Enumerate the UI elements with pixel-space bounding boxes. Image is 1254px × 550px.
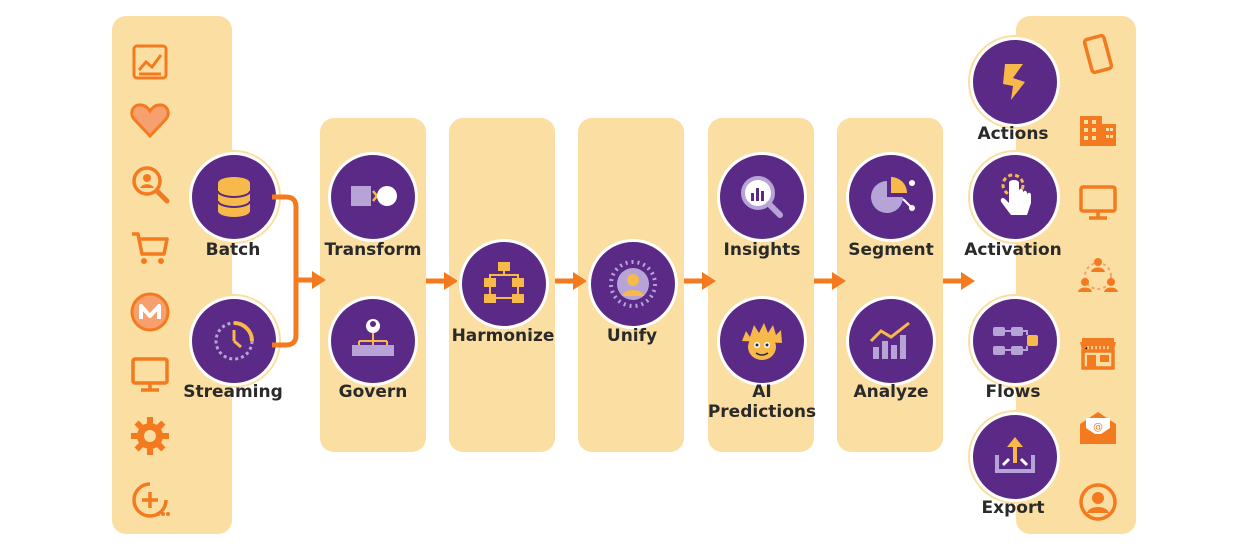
- harmonize-label: Harmonize: [451, 326, 555, 346]
- export-icon: [995, 437, 1035, 473]
- govern-node: [328, 296, 418, 386]
- clock-icon: [214, 321, 254, 361]
- insights-label: Insights: [723, 240, 801, 260]
- arrow-to-segment: [814, 272, 846, 290]
- transform-label: Transform: [324, 240, 422, 260]
- streaming-label: Streaming: [183, 382, 283, 402]
- arrow-to-outputs: [943, 272, 975, 290]
- person-icon: [1079, 483, 1117, 521]
- monitor-icon: [131, 357, 169, 392]
- batch-node: [189, 152, 279, 242]
- einstein-icon: [742, 323, 782, 360]
- unified-profile-icon: [609, 260, 657, 308]
- pie-segment-icon: [871, 177, 915, 213]
- arrow-to-harmonize: [426, 272, 458, 290]
- unify-node: [588, 239, 678, 329]
- monitor-icon: [1079, 185, 1117, 220]
- hierarchy-icon: [484, 262, 524, 303]
- ai-predictions-node: [717, 296, 807, 386]
- analytics-chart-icon: [869, 321, 910, 359]
- building-icon: [1080, 116, 1116, 146]
- insights-node: [717, 152, 807, 242]
- arrow-to-unify: [555, 272, 587, 290]
- insights-magnifier-icon: [741, 176, 783, 218]
- hand-pointer-icon: [1000, 173, 1031, 215]
- transform-icon: [351, 186, 397, 206]
- svg-text:@: @: [1093, 422, 1103, 433]
- add-more-icon: [132, 482, 170, 518]
- cart-icon: [132, 232, 169, 264]
- actions-node: [970, 37, 1060, 127]
- actions-label: Actions: [977, 124, 1049, 144]
- flows-label: Flows: [985, 382, 1041, 402]
- chart-icon: [132, 44, 168, 80]
- sources-panel: [112, 16, 232, 534]
- segment-node: [846, 152, 936, 242]
- unify-label: Unify: [606, 326, 658, 346]
- analyze-node: [846, 296, 936, 386]
- flows-node: [970, 296, 1060, 386]
- store-icon: [1080, 338, 1116, 370]
- transform-node: [328, 152, 418, 242]
- phone-icon: [1082, 33, 1114, 75]
- flow-icon: [993, 327, 1038, 355]
- activation-label: Activation: [964, 240, 1062, 260]
- govern-icon: [352, 319, 394, 356]
- govern-label: Govern: [338, 382, 408, 402]
- email-icon: @: [1080, 412, 1116, 444]
- ingest-merge-connector: [272, 194, 326, 348]
- segment-label: Segment: [848, 240, 934, 260]
- heart-icon: [130, 103, 170, 139]
- database-icon: [217, 177, 251, 217]
- search-person-icon: [132, 166, 170, 204]
- lightning-icon: [1003, 64, 1025, 100]
- arrow-to-insights: [684, 272, 716, 290]
- streaming-node: [189, 296, 279, 386]
- people-network-icon: [1078, 258, 1118, 292]
- analyze-label: Analyze: [853, 382, 929, 402]
- batch-label: Batch: [205, 240, 261, 260]
- harmonize-node: [459, 239, 549, 329]
- activation-node: [970, 152, 1060, 242]
- export-label: Export: [981, 498, 1045, 518]
- mulesoft-icon: [130, 292, 170, 332]
- ai-predictions-label: AI Predictions: [707, 382, 817, 422]
- gear-icon: [131, 417, 169, 455]
- export-node: [970, 412, 1060, 502]
